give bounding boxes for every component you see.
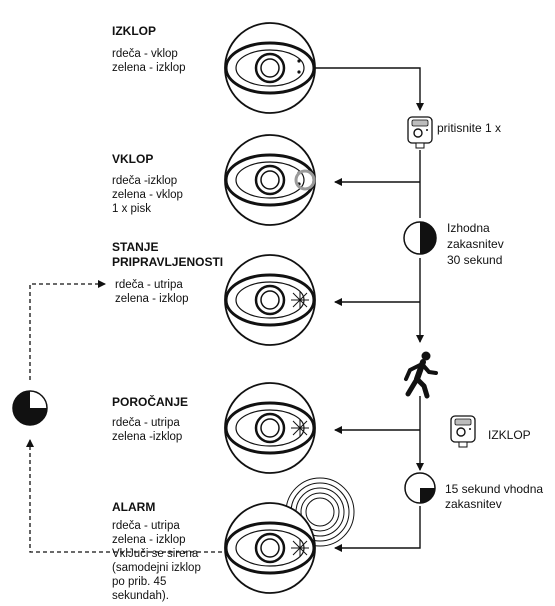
state-line: VklJuči se sirena [112,548,199,560]
state-line: zelena - vklop [112,189,183,201]
state-line: rdeča - utripa [112,520,180,532]
entry-delay-label: zakasnitev [445,497,502,511]
state-line: 1 x pisk [112,203,151,215]
flow-arrows [315,67,424,552]
press-label: pritisnite 1 x [437,121,502,135]
state-title: STANJE PRIPRAVLJENOSTI [112,240,224,269]
remote-icon [450,415,476,448]
exit-delay-label: Izhodna [447,221,490,235]
state-line: rdeča - utripa [112,417,180,429]
entry-delay-label: 15 sekund vhodna [445,482,544,496]
state-title: POROČANJE [112,395,189,409]
state-line: zelena - izklop [112,534,186,546]
device-icon [224,382,316,474]
state-line: rdeča - vklop [112,48,178,60]
state-line: rdeča -izklop [112,175,178,187]
exit-delay-label: zakasnitev [447,237,504,251]
state-title: IZKLOP [112,24,156,38]
exit-delay-label: 30 sekund [447,253,503,267]
timer-icon [403,221,437,255]
state-title: VKLOP [112,152,154,166]
device-icon [224,502,316,594]
state-line: zelena - izklop [115,293,189,305]
device-icon [224,134,316,226]
state-line: zelena -izklop [112,431,183,443]
state-line: zelena - izklop [112,62,186,74]
state-line: po prib. 45 [112,576,167,588]
timer-icon [12,390,48,426]
device-icon [224,254,316,346]
state-title: ALARM [112,500,156,514]
state-line: rdeča - utripa [115,279,183,291]
remote-off-label: IZKLOP [488,428,531,442]
remote-icon [407,116,433,149]
timer-icon [404,472,436,504]
state-line: sekundah). [112,590,169,602]
state-line: (samodejni izklop [112,562,201,574]
dashed-return-loop [26,280,222,553]
device-icon [224,22,316,114]
walking-person-icon [404,351,438,399]
